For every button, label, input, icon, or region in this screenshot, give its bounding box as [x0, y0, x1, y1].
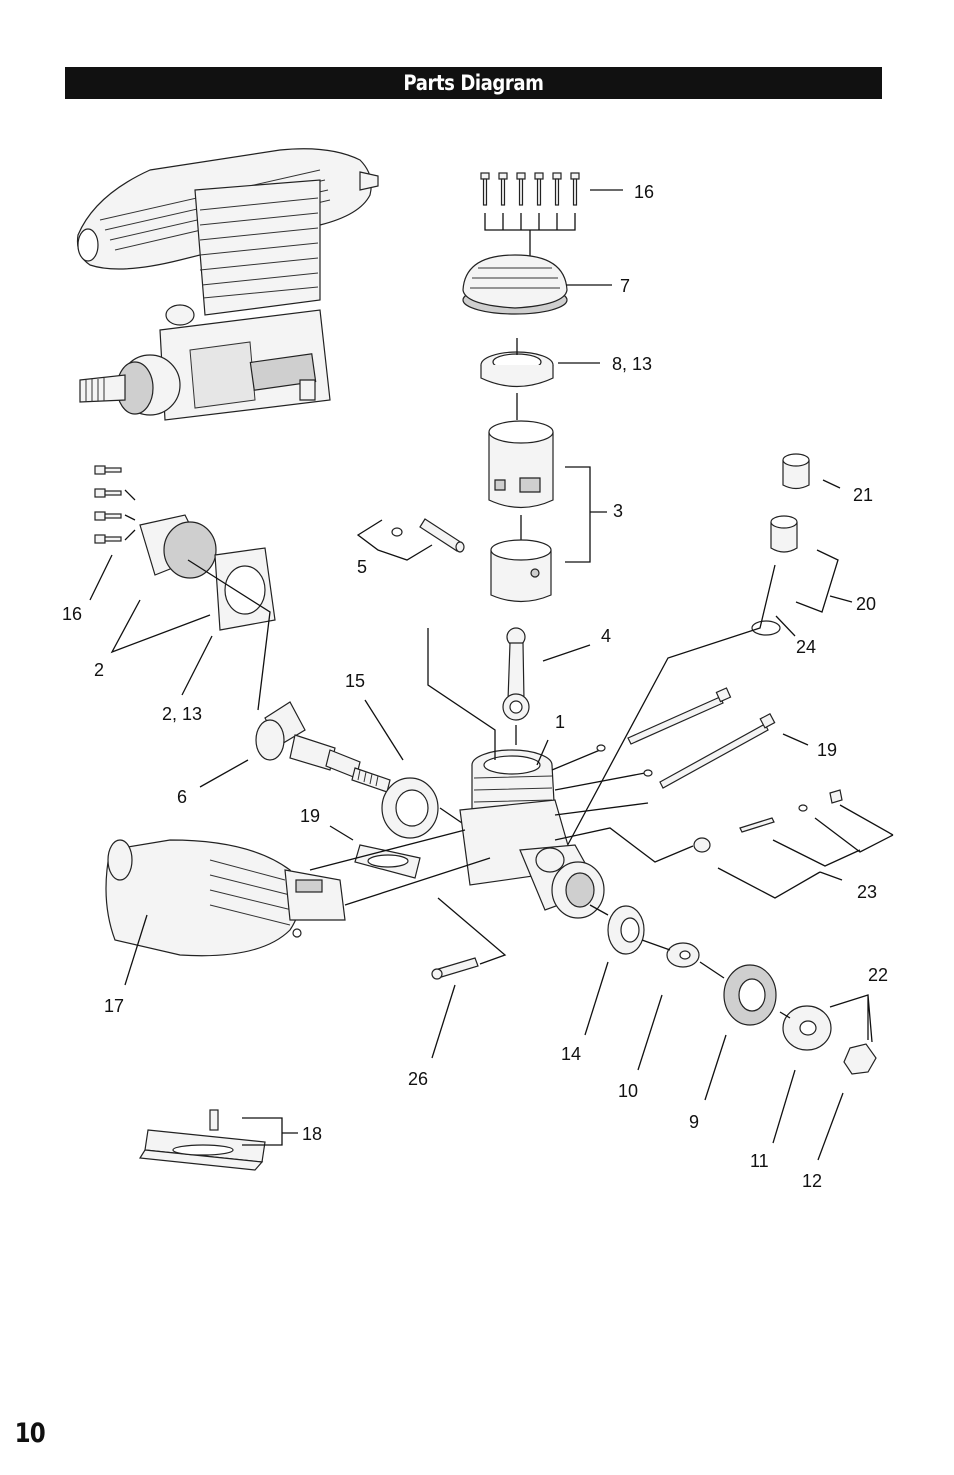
callout-15: 15 — [345, 671, 365, 691]
callout-23: 23 — [857, 882, 877, 902]
crankshaft-illustration — [199, 701, 391, 793]
callout-12: 12 — [802, 1171, 822, 1191]
callout-9: 9 — [689, 1112, 699, 1132]
crankcase-illustration — [427, 628, 694, 919]
cylinder-head-illustration — [462, 254, 568, 315]
glow-plug-illustration — [564, 453, 853, 851]
callout-21: 21 — [853, 485, 873, 505]
rear-parts-illustration — [584, 904, 877, 1161]
head-gasket-illustration — [480, 338, 554, 420]
fuel-nipple-illustration — [431, 897, 507, 1059]
callout-16-left: 16 — [62, 604, 82, 624]
callout-11: 11 — [750, 1151, 769, 1171]
callout-8-13: 8, 13 — [612, 354, 652, 374]
callout-2-13: 2, 13 — [162, 704, 202, 724]
callout-18: 18 — [302, 1124, 322, 1144]
callout-14: 14 — [561, 1044, 581, 1064]
callout-19-left: 19 — [300, 806, 320, 826]
callout-7: 7 — [620, 276, 630, 296]
head-screws-illustration — [480, 172, 580, 256]
needle-valve-illustration — [693, 789, 894, 899]
connecting-rod-illustration — [502, 627, 591, 745]
callout-2: 2 — [94, 660, 104, 680]
callout-24: 24 — [796, 637, 816, 657]
front-bearing-illustration — [364, 699, 463, 839]
callout-3: 3 — [613, 501, 623, 521]
callout-20: 20 — [856, 594, 876, 614]
callout-4: 4 — [601, 626, 611, 646]
page-title: Parts Diagram — [403, 71, 544, 95]
long-screws-illustration — [596, 687, 809, 789]
callout-10: 10 — [618, 1081, 638, 1101]
callout-22: 22 — [868, 965, 888, 985]
callout-17: 17 — [104, 996, 124, 1016]
callout-1: 1 — [555, 712, 565, 732]
assembled-engine-illustration — [76, 148, 379, 421]
callout-19-right: 19 — [817, 740, 837, 760]
backplate-illustration — [89, 465, 276, 711]
title-bar: Parts Diagram — [65, 67, 882, 99]
callout-26: 26 — [408, 1069, 428, 1089]
callout-6: 6 — [177, 787, 187, 807]
wrist-pin-illustration — [356, 518, 465, 561]
callout-16-top: 16 — [634, 182, 654, 202]
mount-illustration — [138, 1109, 298, 1171]
cylinder-piston-illustration — [488, 420, 607, 603]
callout-5: 5 — [357, 557, 367, 577]
page-number: 10 — [14, 1418, 46, 1449]
muffler-illustration — [105, 825, 491, 986]
